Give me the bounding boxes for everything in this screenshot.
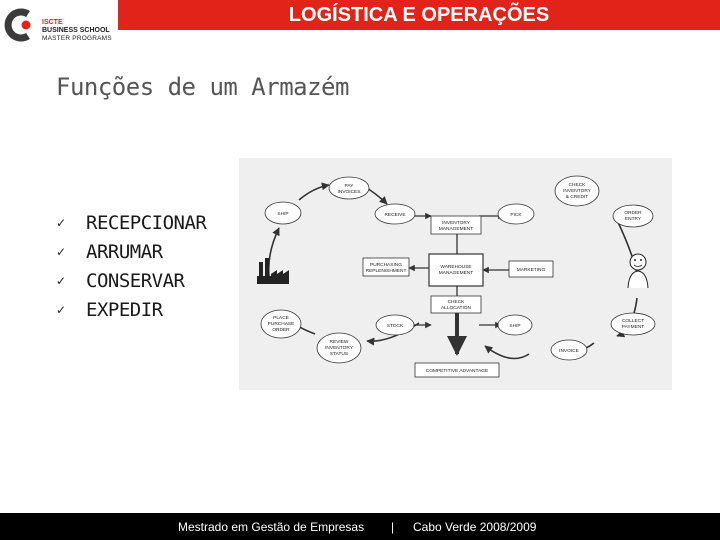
footer-edition: Cabo Verde 2008/2009 [413,520,537,534]
node-review-inventory-line-1: REVIEW [330,339,349,345]
bullet-label: RECEPCIONAR [86,211,207,234]
node-purchasing-line-1: PURCHASING [370,262,402,268]
list-item: ✓ RECEPCIONAR [56,208,207,237]
node-collect-line-1: COLLECT [622,318,644,324]
logo-wordmark: ISCTE BUSINESS SCHOOL MASTER PROGRAMS [42,19,112,43]
node-purchasing: PURCHASING REPLENISHMENT [362,257,410,277]
bullet-label: EXPEDIR [86,298,163,321]
node-warehouse-management-line-2: MANAGEMENT [439,270,473,276]
node-ship: SHIP [497,314,533,336]
node-pay-invoices-line-2: INVOICES [338,189,361,195]
node-pay-invoices-line-1: PAY [345,183,355,189]
list-item: ✓ CONSERVAR [56,266,206,295]
node-collect: COLLECT PAYMENT [610,312,656,336]
logo-line-2: BUSINESS SCHOOL [42,27,110,34]
logo-line-1: ISCTE [42,19,63,26]
node-order-entry: ORDER ENTRY [612,204,654,228]
person-icon [627,253,649,289]
page-title: Funções de um Armazém [56,73,349,101]
node-receive: RECEIVE [374,203,416,225]
node-check-inventory: CHECK INVENTORY & CREDIT [554,175,600,207]
iscte-logo-mark-icon [4,8,31,42]
node-order-entry-line-1: ORDER [624,210,642,216]
bullet-label: CONSERVAR [86,269,185,292]
node-receive-label: RECEIVE [384,212,405,218]
node-purchasing-line-2: REPLENISHMENT [366,268,407,274]
node-order-entry-line-2: ENTRY [625,216,642,222]
node-ship-label: SHIP [509,323,520,329]
node-place-purchase-line-1: PLACE [273,315,289,321]
node-competitive-advantage-label: COMPETITIVE ADVANTAGE [426,368,488,374]
node-pick-label: PICK [510,212,522,218]
checkmark-icon: ✓ [56,273,66,288]
node-check-inventory-line-1: CHECK [569,182,587,188]
node-check-inventory-line-2: INVENTORY [563,188,592,194]
node-check-inventory-line-3: & CREDIT [566,194,588,200]
logo-line-3: MASTER PROGRAMS [42,35,112,42]
node-invoice: INVOICE [550,339,588,361]
node-ship-left: SHIP [264,201,302,225]
node-review-inventory: REVIEW INVENTORY STATUS [316,332,362,364]
node-marketing-label: MARKETING [517,267,546,273]
node-warehouse-management: WAREHOUSE MANAGEMENT [428,253,484,287]
iscte-logo: ISCTE BUSINESS SCHOOL MASTER PROGRAMS [4,6,116,52]
factory-icon [257,258,289,284]
node-collect-line-2: PAYMENT [622,324,645,330]
bullet-label: ARRUMAR [86,240,163,263]
node-stock: STOCK [375,314,415,336]
node-invoice-label: INVOICE [559,348,579,354]
node-marketing: MARKETING [508,260,554,278]
node-review-inventory-line-2: INVENTORY [325,345,354,351]
list-item: ✓ ARRUMAR [56,237,206,266]
node-ship-left-label: SHIP [277,211,288,217]
footer-program: Mestrado em Gestão de Empresas [178,520,365,534]
node-inventory-management: INVENTORY MANAGEMENT [430,215,482,235]
node-inventory-management-line-1: INVENTORY [442,220,471,226]
checkmark-icon: ✓ [56,244,66,259]
node-pay-invoices: PAY INVOICES [328,176,370,200]
node-pick: PICK [497,203,535,225]
checkmark-icon: ✓ [56,215,66,230]
list-item: ✓ EXPEDIR [56,295,206,324]
node-place-purchase-line-2: PURCHASE [268,321,295,327]
node-place-purchase-line-3: ORDER [272,327,290,333]
node-check-allocation-line-1: CHECK [448,299,466,305]
node-stock-label: STOCK [387,323,404,329]
node-check-allocation: CHECK ALLOCATION [430,295,482,314]
warehouse-functions-diagram: PAY INVOICES SHIP RECEIVE INVENTORY MANA… [239,158,672,390]
node-warehouse-management-line-1: WAREHOUSE [440,264,471,270]
node-check-allocation-line-2: ALLOCATION [441,305,472,311]
footer-bar: Mestrado em Gestão de Empresas | Cabo Ve… [0,513,720,540]
node-place-purchase: PLACE PURCHASE ORDER [260,309,302,339]
node-review-inventory-line-3: STATUS [330,351,348,357]
header-title: LOGÍSTICA E OPERAÇÕES [118,0,720,30]
node-competitive-advantage: COMPETITIVE ADVANTAGE [414,362,500,378]
node-inventory-management-line-2: MANAGEMENT [439,226,473,232]
checkmark-icon: ✓ [56,302,66,317]
footer-separator: | [391,520,395,534]
bullet-list: ✓ RECEPCIONAR ✓ ARRUMAR ✓ CONSERVAR ✓ EXPEDI… [56,208,207,324]
